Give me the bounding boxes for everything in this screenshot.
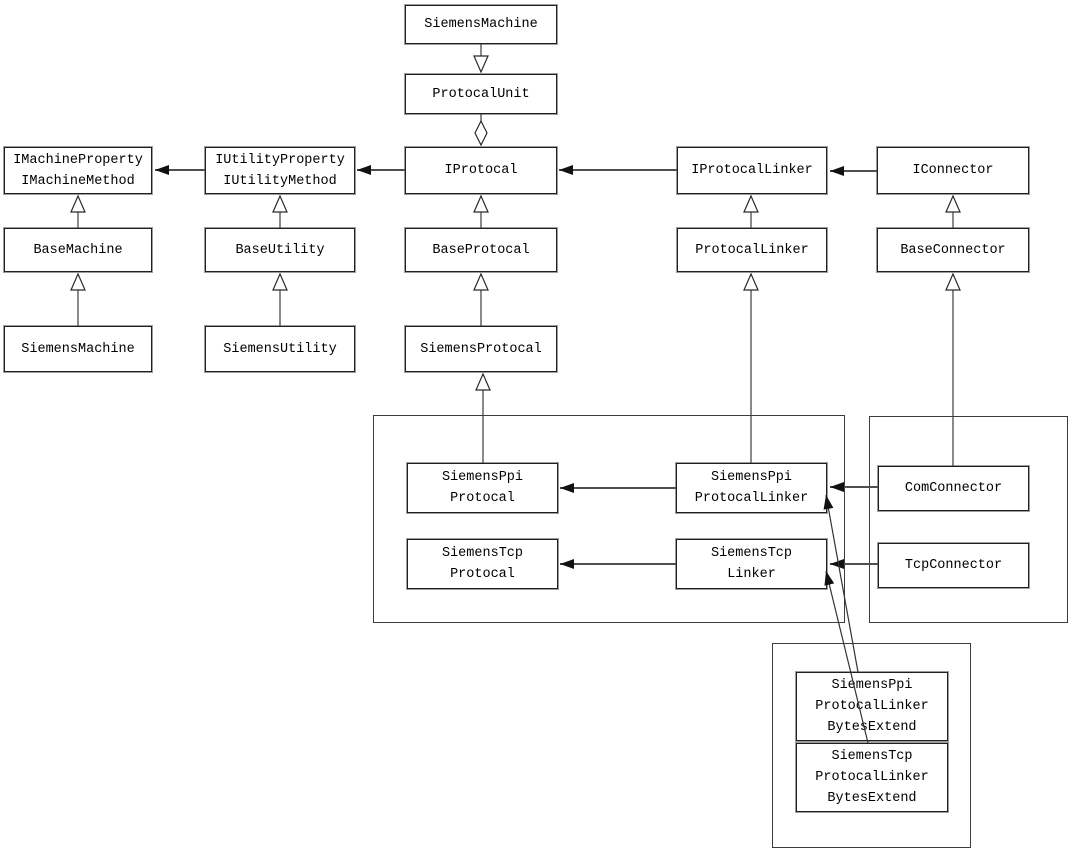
class-label: BaseUtility — [235, 242, 325, 258]
class-label: IUtilityProperty IUtilityMethod — [215, 152, 345, 189]
class-box-siemens-tcp-linker[interactable]: SiemensTcp Linker — [676, 539, 827, 589]
class-box-imachine-property[interactable]: IMachineProperty IMachineMethod — [4, 147, 152, 194]
class-box-siemens-utility[interactable]: SiemensUtility — [205, 326, 355, 372]
class-label: SiemensMachine — [21, 341, 135, 357]
group-box-protocal-linkers[interactable] — [373, 415, 845, 623]
class-label: SiemensMachine — [424, 17, 538, 32]
class-box-iprotocal-linker[interactable]: IProtocalLinker — [677, 147, 827, 194]
class-label: SiemensProtocal — [420, 341, 542, 357]
class-box-base-machine[interactable]: BaseMachine — [4, 228, 152, 272]
class-label: SiemensTcp Linker — [710, 546, 792, 582]
class-box-siemens-protocal[interactable]: SiemensProtocal — [405, 326, 557, 372]
class-box-base-utility[interactable]: BaseUtility — [205, 228, 355, 272]
class-box-siemens-ppi-protocal[interactable]: SiemensPpi Protocal — [407, 463, 558, 513]
class-box-siemens-ppi-protocal-linker-bytes-extend[interactable]: SiemensPpi ProtocalLinker BytesExtend — [796, 672, 948, 741]
class-label: SiemensUtility — [223, 341, 337, 357]
class-label: IConnector — [912, 163, 994, 178]
class-label: BaseMachine — [33, 242, 123, 258]
class-label: BaseConnector — [900, 242, 1006, 258]
class-label: IProtocal — [444, 163, 518, 178]
group-box-bytes-extend[interactable] — [772, 643, 971, 848]
class-label: SiemensPpi ProtocalLinker — [694, 470, 809, 506]
class-box-base-protocal[interactable]: BaseProtocal — [405, 228, 557, 272]
class-label: SiemensTcp ProtocalLinker BytesExtend — [815, 749, 929, 806]
class-label: SiemensTcp Protocal — [441, 546, 523, 582]
class-label: BaseProtocal — [432, 242, 530, 258]
class-label: IProtocalLinker — [691, 163, 813, 178]
class-box-siemens-tcp-protocal-linker-bytes-extend[interactable]: SiemensTcp ProtocalLinker BytesExtend — [796, 743, 948, 812]
class-label: ComConnector — [904, 481, 1003, 496]
class-box-iutility-property[interactable]: IUtilityProperty IUtilityMethod — [205, 147, 355, 194]
class-label: ProtocalUnit — [432, 86, 530, 102]
class-label: SiemensPpi Protocal — [441, 470, 523, 506]
class-box-siemens-ppi-protocal-linker[interactable]: SiemensPpi ProtocalLinker — [676, 463, 827, 513]
class-label: IMachineProperty IMachineMethod — [13, 152, 143, 189]
class-box-com-connector[interactable]: ComConnector — [878, 466, 1029, 511]
class-box-iprotocal[interactable]: IProtocal — [405, 147, 557, 194]
class-box-siemens-tcp-protocal[interactable]: SiemensTcp Protocal — [407, 539, 558, 589]
class-box-protocal-linker[interactable]: ProtocalLinker — [677, 228, 827, 272]
class-label: TcpConnector — [904, 558, 1003, 573]
class-box-tcp-connector[interactable]: TcpConnector — [878, 543, 1029, 588]
class-box-base-connector[interactable]: BaseConnector — [877, 228, 1029, 272]
class-box-siemens-machine-top[interactable]: SiemensMachine — [405, 5, 557, 44]
class-label: ProtocalLinker — [695, 242, 809, 258]
group-box-connectors[interactable] — [869, 416, 1068, 623]
class-box-protocal-unit[interactable]: ProtocalUnit — [405, 74, 557, 114]
class-label: SiemensPpi ProtocalLinker BytesExtend — [815, 678, 929, 735]
class-box-siemens-machine[interactable]: SiemensMachine — [4, 326, 152, 372]
class-box-iconnector[interactable]: IConnector — [877, 147, 1029, 194]
